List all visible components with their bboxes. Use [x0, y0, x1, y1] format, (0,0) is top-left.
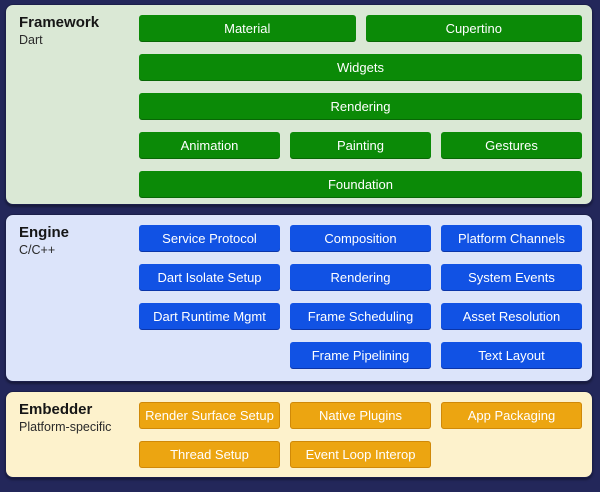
- box-material: Material: [139, 15, 356, 42]
- box-cupertino: Cupertino: [365, 15, 582, 42]
- box-painting: Painting: [290, 132, 431, 159]
- box-frame-pipelining: Frame Pipelining: [290, 342, 431, 369]
- box-composition: Composition: [290, 225, 431, 252]
- box-service-protocol: Service Protocol: [139, 225, 280, 252]
- box-dart-isolate-setup: Dart Isolate Setup: [139, 264, 280, 291]
- framework-layer: Framework Dart Material Cupertino Widget…: [5, 4, 593, 205]
- box-text-layout: Text Layout: [441, 342, 582, 369]
- box-widgets: Widgets: [139, 54, 582, 81]
- box-native-plugins: Native Plugins: [290, 402, 431, 429]
- box-thread-setup: Thread Setup: [139, 441, 280, 468]
- box-rendering-engine: Rendering: [290, 264, 431, 291]
- box-gestures: Gestures: [441, 132, 582, 159]
- embedder-label-block: Embedder Platform-specific: [6, 392, 139, 477]
- box-app-packaging: App Packaging: [441, 402, 582, 429]
- box-foundation: Foundation: [139, 171, 582, 198]
- embedder-layer: Embedder Platform-specific Render Surfac…: [5, 391, 593, 478]
- box-rendering-framework: Rendering: [139, 93, 582, 120]
- engine-empty-cell: [139, 342, 280, 369]
- engine-title: Engine: [19, 224, 70, 241]
- box-dart-runtime-mgmt: Dart Runtime Mgmt: [139, 303, 280, 330]
- box-system-events: System Events: [441, 264, 582, 291]
- box-event-loop-interop: Event Loop Interop: [290, 441, 431, 468]
- embedder-empty-cell: [441, 441, 582, 468]
- embedder-title: Embedder: [19, 401, 93, 418]
- embedder-boxes: Render Surface Setup Native Plugins App …: [139, 392, 592, 477]
- framework-subtitle: Dart: [19, 33, 43, 47]
- framework-boxes: Material Cupertino Widgets Rendering Ani…: [139, 5, 592, 204]
- box-platform-channels: Platform Channels: [441, 225, 582, 252]
- engine-subtitle: C/C++: [19, 243, 56, 257]
- box-frame-scheduling: Frame Scheduling: [290, 303, 431, 330]
- engine-label-block: Engine C/C++: [6, 215, 139, 381]
- framework-title: Framework: [19, 14, 100, 31]
- framework-label-block: Framework Dart: [6, 5, 139, 204]
- box-asset-resolution: Asset Resolution: [441, 303, 582, 330]
- embedder-subtitle: Platform-specific: [19, 420, 112, 434]
- engine-boxes: Service Protocol Composition Platform Ch…: [139, 215, 592, 381]
- box-render-surface-setup: Render Surface Setup: [139, 402, 280, 429]
- box-animation: Animation: [139, 132, 280, 159]
- engine-layer: Engine C/C++ Service Protocol Compositio…: [5, 214, 593, 382]
